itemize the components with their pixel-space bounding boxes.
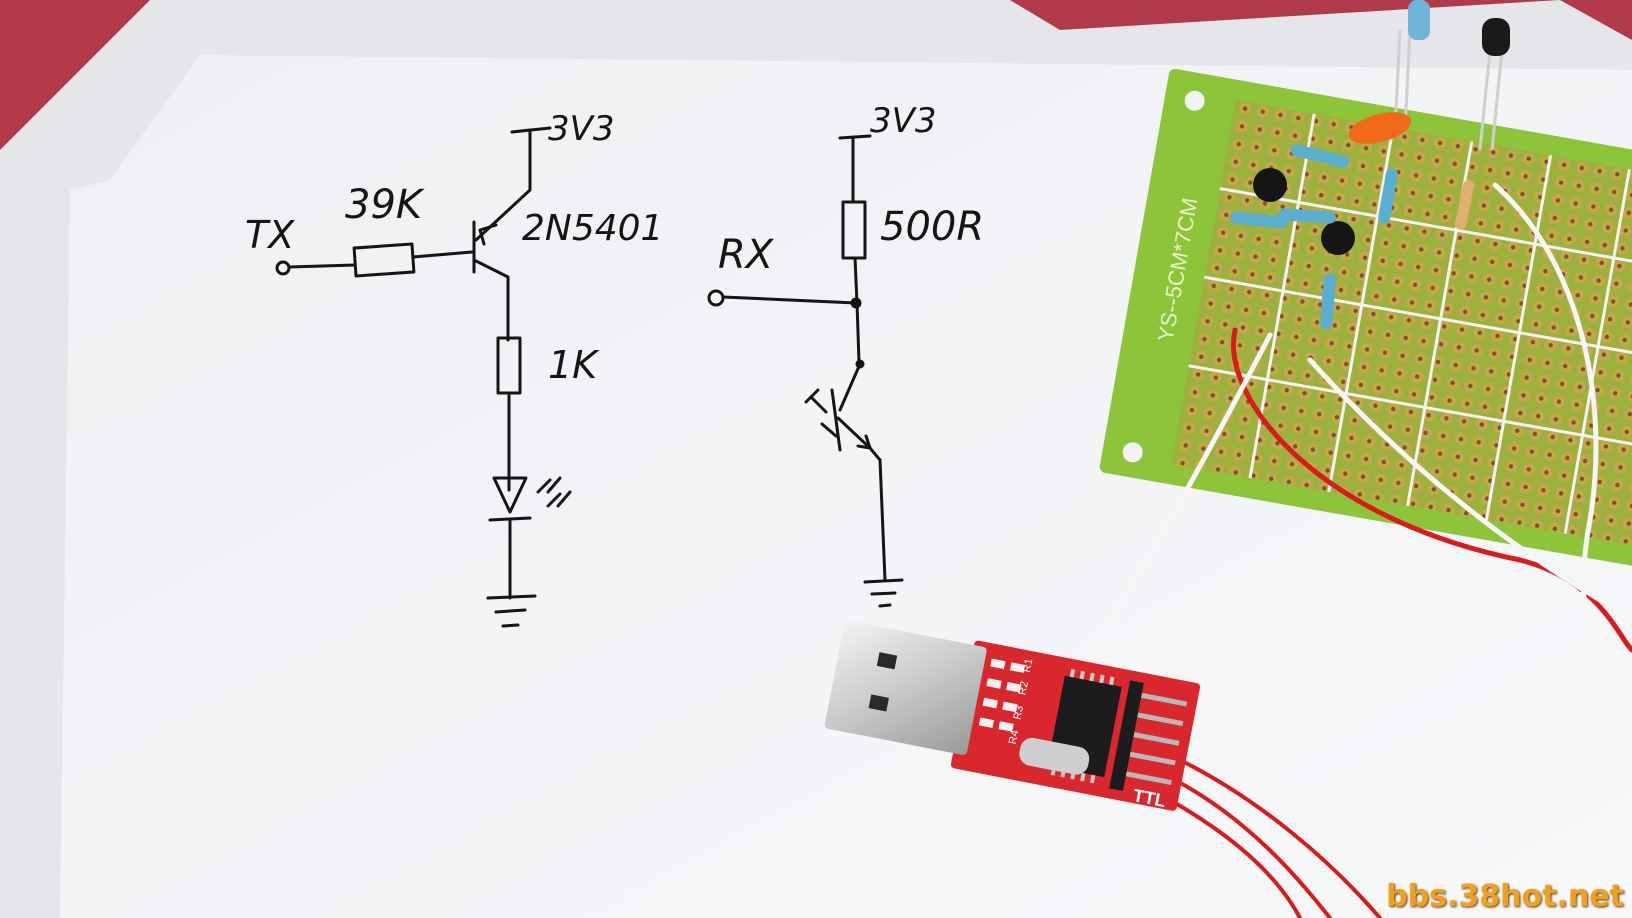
- watermark: bbs.38hot.net: [1386, 879, 1624, 914]
- label-39k: 39K: [345, 182, 425, 228]
- label-3v3-right: 3V3: [870, 101, 937, 141]
- schematic-left-labels: TX 39K 3V3 2N5401 1K: [245, 109, 663, 387]
- usb-plug: [824, 620, 987, 755]
- label-2n5401: 2N5401: [522, 208, 663, 249]
- module-resistor-labels: R4 R3 R2 R1: [1007, 658, 1035, 746]
- label-500r: 500R: [880, 204, 984, 250]
- resistors: [1230, 144, 1475, 329]
- label-tx: TX: [245, 213, 295, 257]
- transistor-2: [1321, 221, 1355, 255]
- blue-led: [1408, 0, 1430, 40]
- orange-capacitor: [1348, 112, 1412, 144]
- transistor-1: [1253, 168, 1287, 202]
- schematic-right-labels: RX 3V3 500R: [718, 101, 984, 278]
- label-3v3-left: 3V3: [548, 109, 615, 149]
- schematic-right: [707, 134, 904, 608]
- label-rx: RX: [718, 232, 775, 278]
- label-r2: R2: [1016, 680, 1030, 696]
- wires: [942, 182, 1632, 918]
- label-r4: R4: [1007, 729, 1021, 745]
- label-1k: 1K: [548, 343, 600, 387]
- schematic-left: [275, 126, 572, 628]
- usb-ttl-module: R4 R3 R2 R1 TTL: [950, 640, 1201, 811]
- label-r3: R3: [1012, 705, 1026, 721]
- perfboard-components: [1230, 0, 1510, 329]
- ir-receiver: [1482, 18, 1510, 56]
- label-r1: R1: [1021, 658, 1035, 674]
